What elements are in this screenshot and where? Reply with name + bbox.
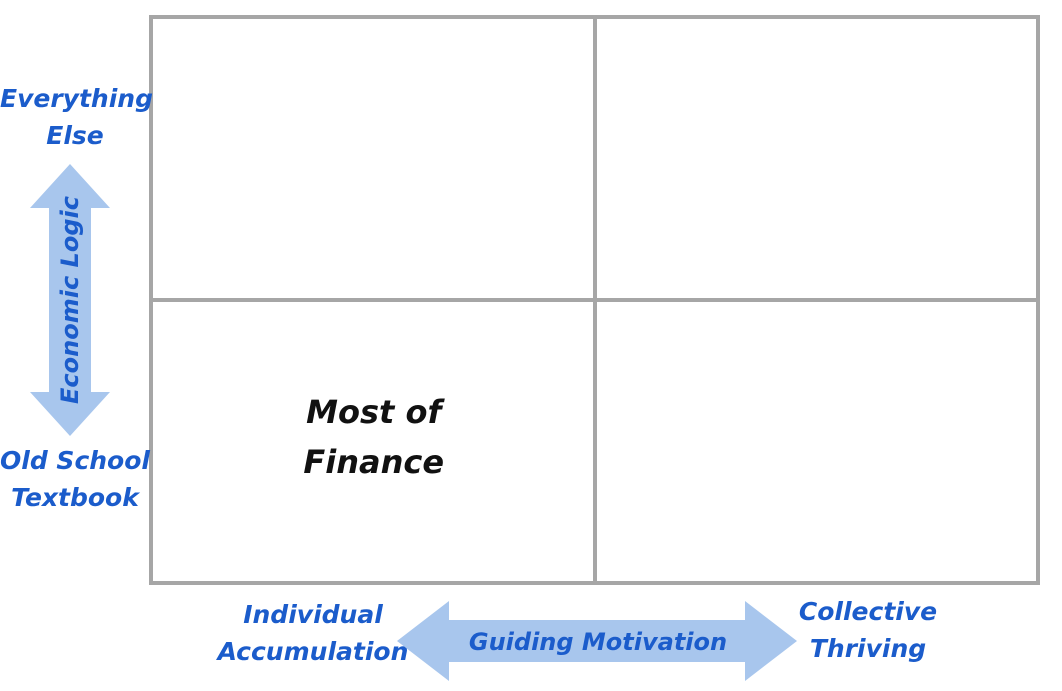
quadrant-label-line1: Most of [306,392,442,431]
x-axis-label: Guiding Motivation [468,628,728,656]
y-axis-bottom-end-label: Old School Textbook [0,442,150,516]
x-axis-left-end-label-line1: Individual [243,600,383,629]
y-axis-label: Economic Logic [56,196,84,404]
y-axis-top-end-label-line1: Everything [0,84,153,113]
quadrant-top-left [153,19,595,300]
x-axis-right-end-label: Collective Thriving [768,593,968,667]
x-axis-left-end-label-line2: Accumulation [217,637,409,666]
y-axis-top-end-label: Everything Else [0,80,153,154]
y-axis-top-end-label-line2: Else [46,121,104,150]
quadrant-label-most-of-finance: Most of Finance [303,387,444,487]
matrix-grid: Most of Finance [149,15,1040,585]
quadrant-top-right [595,19,1037,300]
x-axis-right-end-label-line1: Collective [798,597,938,626]
grid-horizontal-divider [153,298,1036,302]
y-axis-bottom-end-label-line1: Old School [0,446,150,475]
y-axis-bottom-end-label-line2: Textbook [11,483,139,512]
x-axis-left-end-label: Individual Accumulation [213,596,413,670]
quadrant-label-line2: Finance [303,442,445,481]
x-axis-double-arrow-shape [397,601,797,681]
y-axis-double-arrow-icon [30,164,110,436]
x-axis-double-arrow-icon [397,601,797,681]
y-axis-double-arrow-shape [30,164,110,436]
quadrant-bottom-right [595,300,1037,581]
x-axis-right-end-label-line2: Thriving [809,634,927,663]
quadrant-bottom-left: Most of Finance [153,300,595,581]
